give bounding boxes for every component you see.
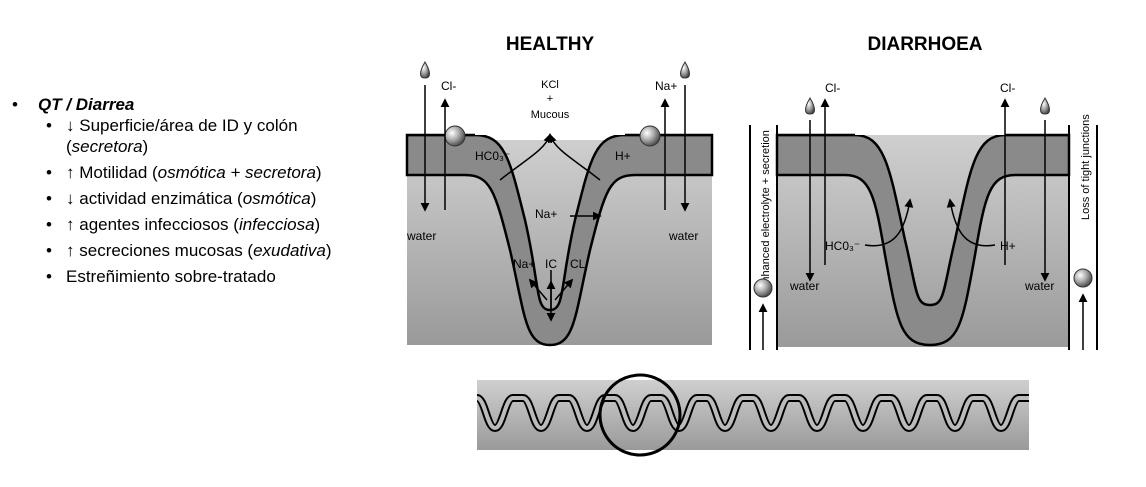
sub-bullet-item: • Estreñimiento sobre-tratado	[38, 266, 340, 287]
healthy-mucous-label: Mucous	[531, 109, 570, 121]
transporter-ball-icon	[444, 125, 466, 147]
healthy-epithelium	[405, 133, 714, 347]
healthy-water-left-label: water	[406, 229, 436, 243]
bullet-marker: •	[12, 95, 18, 114]
healthy-water-right-label: water	[668, 229, 698, 243]
transporter-ball-icon	[753, 278, 773, 298]
villi-strip	[475, 373, 1029, 457]
healthy-h-label: H+	[615, 149, 631, 163]
healthy-lumen-top	[407, 60, 712, 135]
healthy-title: HEALTHY	[506, 34, 595, 55]
sub-bullet-text: actividad enzimática (	[79, 189, 243, 208]
sub-bullet-emphasis: osmótica	[242, 189, 311, 208]
arrow-icon: ↑	[66, 241, 75, 260]
diarrhoea-cl-left-label: Cl-	[825, 81, 840, 95]
magnifier-circle	[598, 373, 682, 457]
sub-bullet-tail: )	[314, 215, 321, 234]
bullet-marker: •	[46, 215, 52, 234]
diarrhoea-title: DIARRHOEA	[867, 34, 982, 55]
diarrhoea-water-right-label: water	[1024, 279, 1054, 293]
villi-wave-inner	[476, 396, 1029, 431]
diarrhoea-epithelium	[775, 133, 1071, 347]
healthy-ic-label: IC	[545, 257, 557, 271]
diarrhoea-lumen-top	[777, 60, 1069, 135]
bullet-title: QT / Diarrea	[38, 95, 135, 114]
sub-bullet-tail: )	[325, 241, 332, 260]
arrow-icon: ↑	[66, 163, 75, 182]
intestinal-transport-diagram: HEALTHY Cl- Na+ KCl + Mucous HC0₃⁻ H+ Na…	[405, 34, 1098, 457]
sub-bullet-item: • ↓ Superficie/área de ID y colón (secret…	[38, 115, 340, 157]
sub-bullet-emphasis: secretora	[71, 137, 143, 156]
healthy-na-center-label: Na+	[535, 207, 557, 221]
sub-bullet-item: • ↑ agentes infecciosos (infecciosa)	[38, 214, 340, 235]
healthy-na-label: Na+	[655, 79, 677, 93]
diarrhoea-water-left-label: water	[789, 279, 819, 293]
diarrhoea-panel: DIARRHOEA Enhanced electrolyte + secreti…	[749, 34, 1098, 350]
villi-strip-background	[477, 380, 1029, 450]
healthy-arrows	[420, 85, 690, 322]
healthy-na-bottom-label: Na+	[513, 257, 535, 271]
sub-bullet-item: • ↑ Motilidad (osmótica + secretora)	[38, 162, 340, 183]
sub-bullet-item: • ↑ secreciones mucosas (exudativa)	[38, 240, 340, 261]
healthy-panel: HEALTHY Cl- Na+ KCl + Mucous HC0₃⁻ H+ Na…	[405, 34, 714, 347]
diarrhoea-side-right-label: Loss of tight junctions	[1080, 114, 1092, 220]
droplet-icon	[805, 97, 815, 115]
sub-bullet-text: agentes infecciosos (	[79, 215, 239, 234]
arrow-icon: ↓	[66, 189, 75, 208]
sub-bullet-tail: )	[142, 137, 149, 156]
sub-bullet-emphasis: infecciosa	[238, 215, 315, 234]
sub-bullet-emphasis: exudativa	[253, 241, 326, 260]
droplet-icon	[680, 61, 690, 79]
diarrhoea-cl-right-label: Cl-	[1000, 81, 1015, 95]
sub-bullet-tail: )	[310, 189, 317, 208]
arrow-icon: ↑	[66, 215, 75, 234]
healthy-hco3-label: HC0₃⁻	[475, 149, 510, 163]
bullet-title-item: • QT / Diarrea • ↓ Superficie/área de ID …	[10, 94, 340, 287]
sub-bullet-text: secreciones mucosas (	[79, 241, 254, 260]
sub-bullet-text: Motilidad (	[79, 163, 158, 182]
diarrhoea-arrows	[758, 98, 1088, 350]
diarrhoea-side-left-label: Enhanced electrolyte + secretion	[760, 130, 772, 290]
bullet-list: • QT / Diarrea • ↓ Superficie/área de ID …	[10, 94, 340, 292]
healthy-cl-bottom-label: CL	[570, 257, 586, 271]
transporter-ball-icon	[639, 125, 661, 147]
sub-bullet-text: Superficie/área de ID y colón (	[66, 116, 298, 156]
droplet-icon	[1040, 97, 1050, 115]
bullet-marker: •	[46, 241, 52, 260]
sub-bullet-list: • ↓ Superficie/área de ID y colón (secret…	[38, 115, 340, 287]
sub-bullet-tail: )	[315, 163, 322, 182]
healthy-kcl-label: KCl	[541, 79, 559, 91]
arrow-icon: ↓	[66, 116, 75, 135]
sub-bullet-text: Estreñimiento sobre-tratado	[66, 267, 276, 286]
bullet-marker: •	[46, 163, 52, 182]
transporter-ball-icon	[1073, 268, 1093, 288]
diarrhoea-h-label: H+	[1000, 239, 1016, 253]
droplet-icon	[420, 61, 430, 79]
bullet-marker: •	[46, 189, 52, 208]
healthy-cl-label: Cl-	[441, 79, 456, 93]
sub-bullet-emphasis: osmótica + secretora	[157, 163, 316, 182]
bullet-marker: •	[46, 267, 52, 286]
healthy-plus-label: +	[547, 93, 553, 105]
diarrhoea-hco3-label: HC0₃⁻	[825, 239, 860, 253]
bullet-marker: •	[46, 116, 52, 135]
sub-bullet-item: • ↓ actividad enzimática (osmótica)	[38, 188, 340, 209]
